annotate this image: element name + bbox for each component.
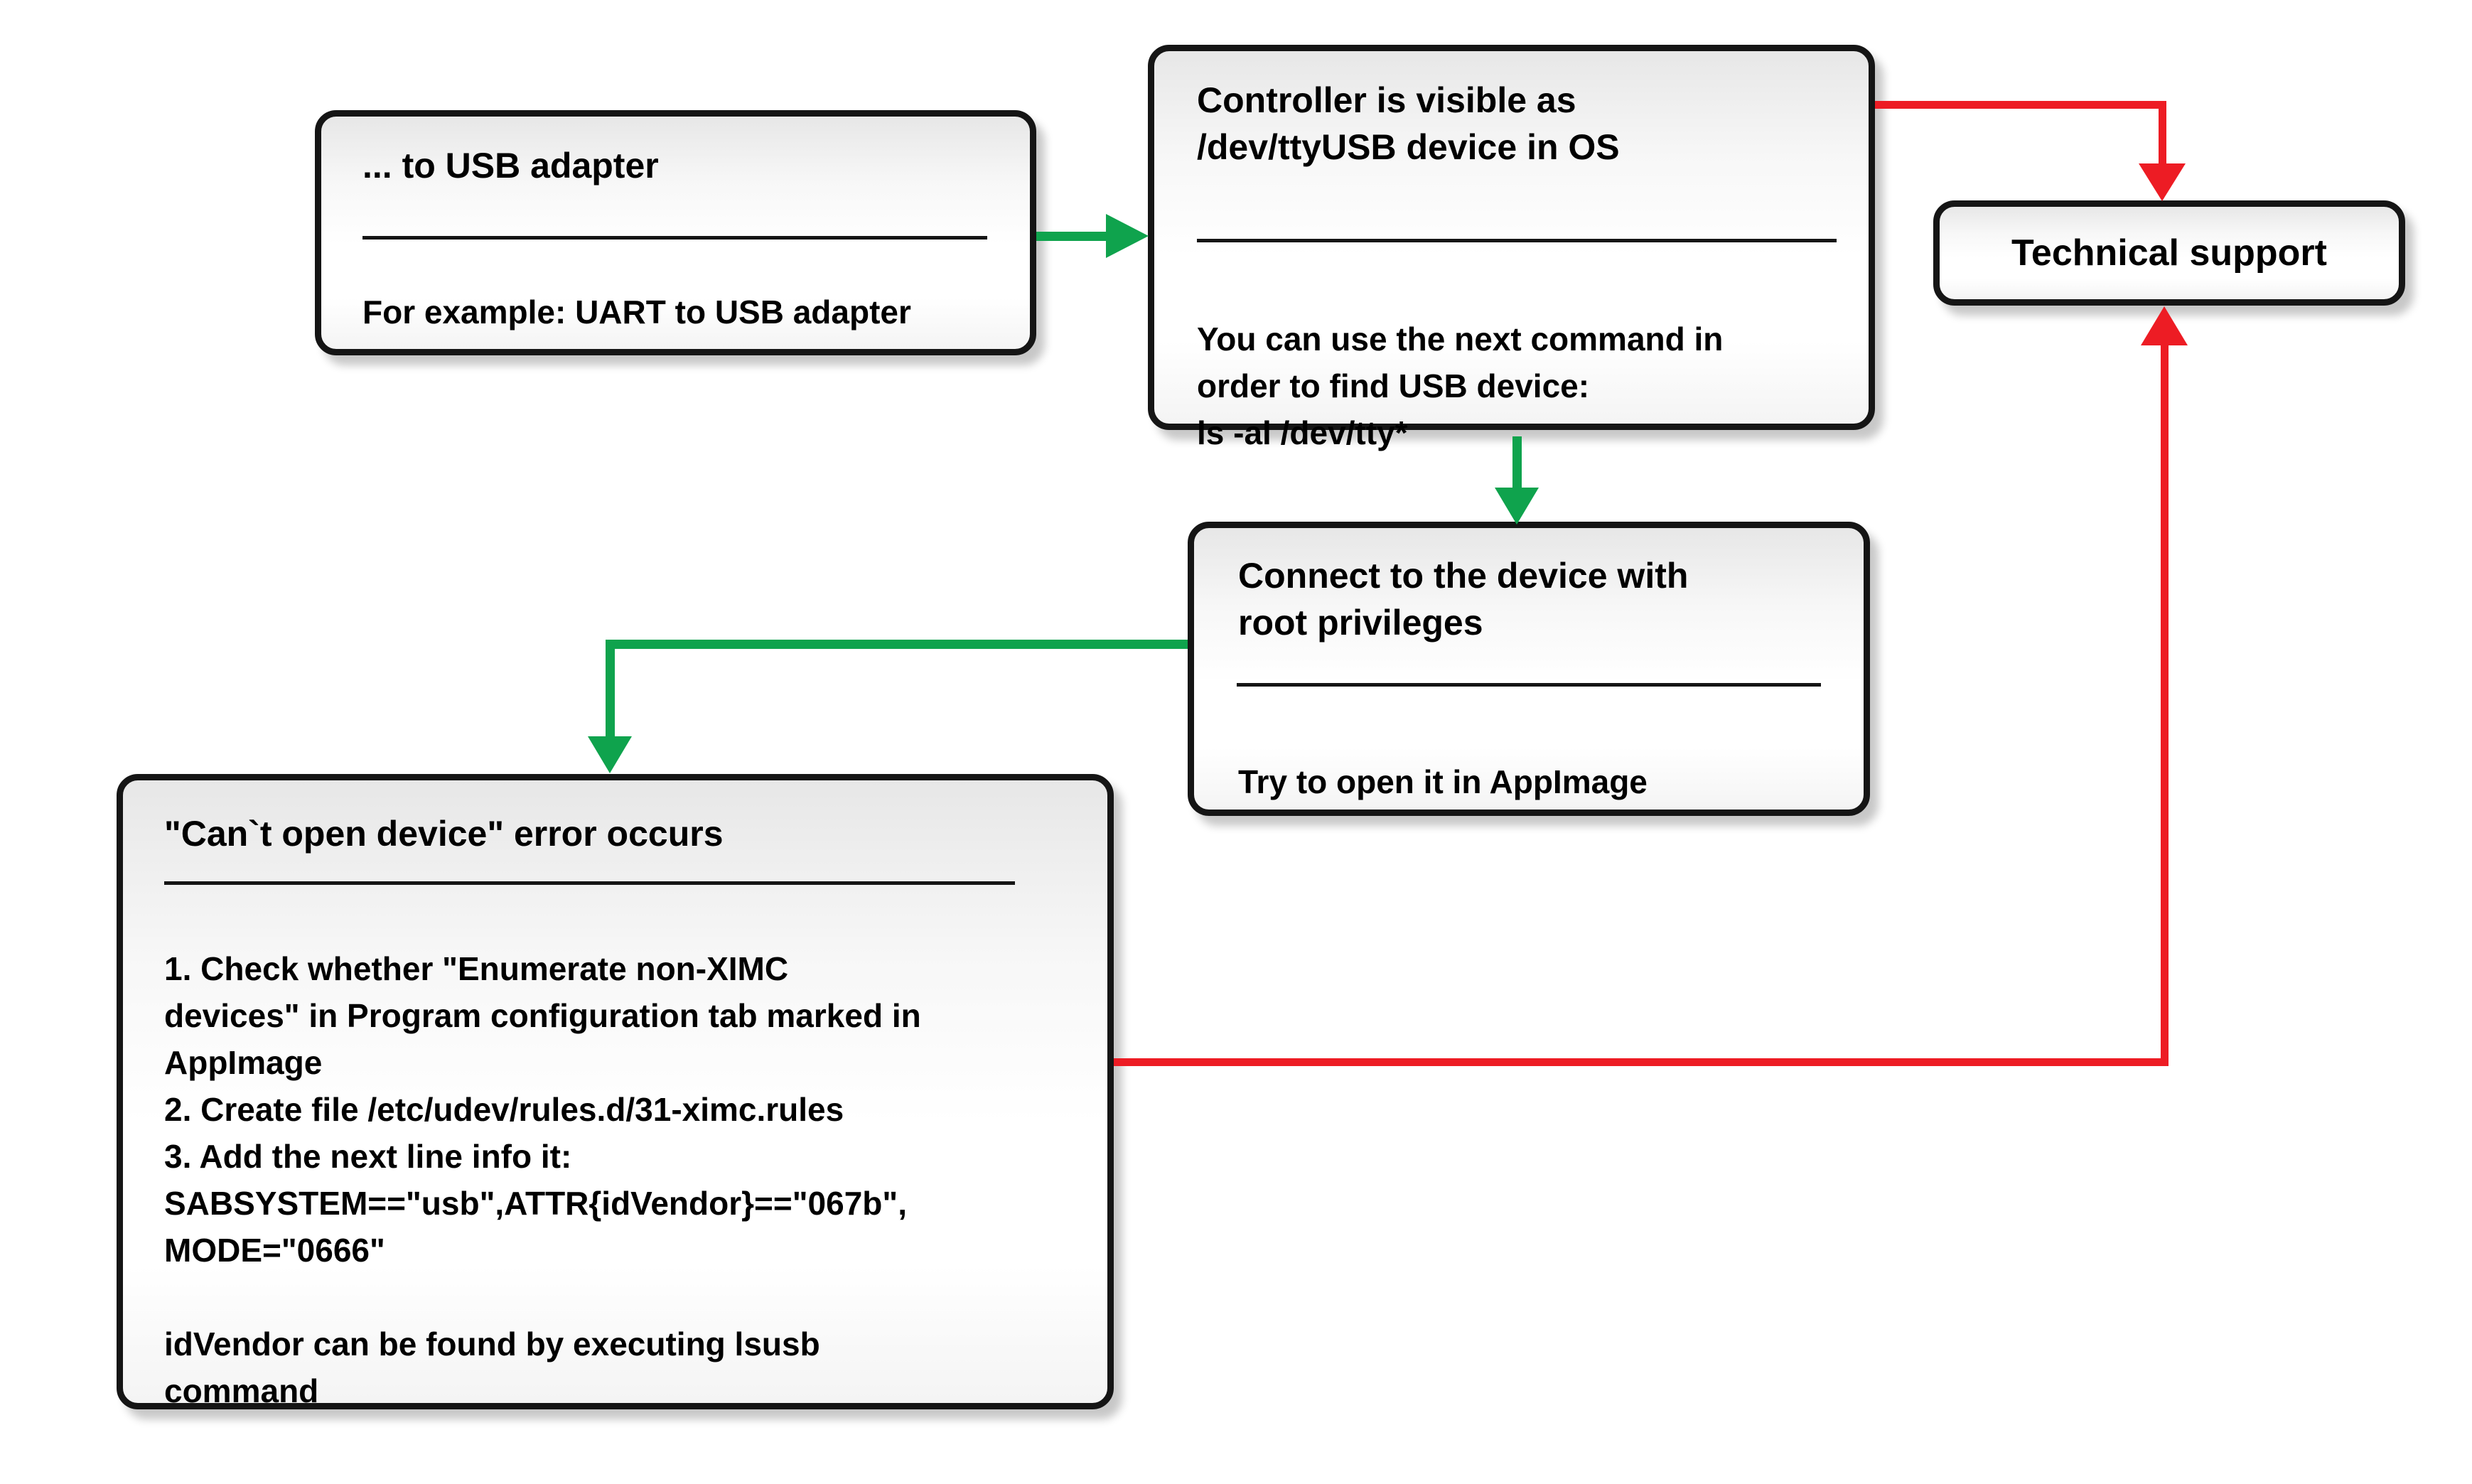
arrowhead-right-icon xyxy=(1106,214,1149,258)
node-controller-visible-body: You can use the next command in order to… xyxy=(1197,321,1724,451)
separator-line xyxy=(1237,683,1821,687)
node-technical-support: Technical support xyxy=(1933,200,2405,306)
arrow-shaft xyxy=(606,640,1188,649)
arrow-shaft xyxy=(1036,232,1109,241)
node-cant-open-error: "Can`t open device" error occurs 1. Chec… xyxy=(117,774,1114,1409)
arrowhead-down-icon xyxy=(2139,163,2186,201)
separator-line xyxy=(362,236,987,240)
arrow-shaft xyxy=(2159,101,2166,165)
node-usb-adapter-body: For example: UART to USB adapter xyxy=(362,294,911,330)
node-connect-root-title: Connect to the device with root privileg… xyxy=(1238,556,1689,642)
separator-line xyxy=(164,881,1015,885)
node-connect-root: Connect to the device with root privileg… xyxy=(1188,522,1870,816)
node-cant-open-error-body: 1. Check whether "Enumerate non-XIMC dev… xyxy=(164,950,921,1409)
node-technical-support-title: Technical support xyxy=(2011,232,2327,274)
separator-line xyxy=(1197,239,1837,242)
arrow-shaft xyxy=(2161,345,2169,1063)
arrow-shaft xyxy=(1875,101,2166,109)
arrow-shaft xyxy=(1114,1058,2169,1066)
node-connect-root-body: Try to open it in AppImage xyxy=(1238,763,1648,800)
arrow-shaft xyxy=(606,640,615,738)
node-usb-adapter-title: ... to USB adapter xyxy=(362,146,659,186)
node-controller-visible-title: Controller is visible as /dev/ttyUSB dev… xyxy=(1197,80,1620,167)
node-controller-visible: Controller is visible as /dev/ttyUSB dev… xyxy=(1148,45,1875,451)
arrowhead-down-icon xyxy=(1495,488,1539,525)
node-usb-adapter: ... to USB adapter For example: UART to … xyxy=(315,110,1036,355)
node-cant-open-error-title: "Can`t open device" error occurs xyxy=(164,814,724,854)
arrow-shaft xyxy=(1512,436,1522,489)
arrowhead-up-icon xyxy=(2141,306,2188,345)
arrowhead-down-icon xyxy=(588,736,632,773)
